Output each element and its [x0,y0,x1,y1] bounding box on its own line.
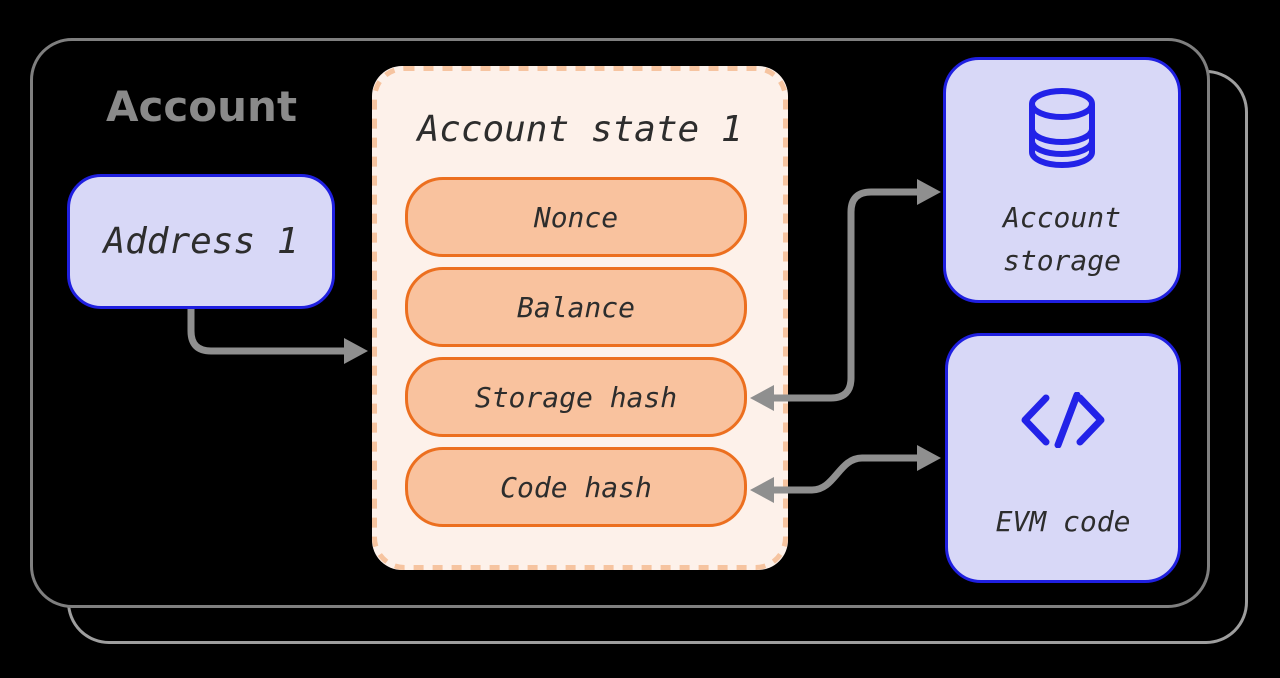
evm-code-box: EVM code [945,333,1181,583]
address-label: Address 1 [103,221,299,262]
account-state-title: Account state 1 [417,109,743,150]
account-storage-label-line1: Account [1002,201,1121,234]
field-label-storage-hash: Storage hash [474,380,678,414]
field-pill-code-hash: Code hash [405,447,747,527]
address-box: Address 1 [67,174,335,309]
account-storage-label: Account storage [946,196,1178,282]
field-pill-storage-hash: Storage hash [405,357,747,437]
field-label-balance: Balance [516,290,635,324]
field-pill-nonce: Nonce [405,177,747,257]
account-state-box: Account state 1 Nonce Balance Storage ha… [372,66,788,570]
code-icon [1021,392,1105,448]
database-icon [1029,88,1095,168]
diagram-title: Account [106,82,298,131]
field-label-nonce: Nonce [533,200,619,234]
field-pill-balance: Balance [405,267,747,347]
evm-code-label: EVM code [995,505,1131,538]
account-storage-label-line2: storage [1002,244,1121,277]
field-label-code-hash: Code hash [500,470,652,504]
account-storage-box: Account storage [943,57,1181,303]
